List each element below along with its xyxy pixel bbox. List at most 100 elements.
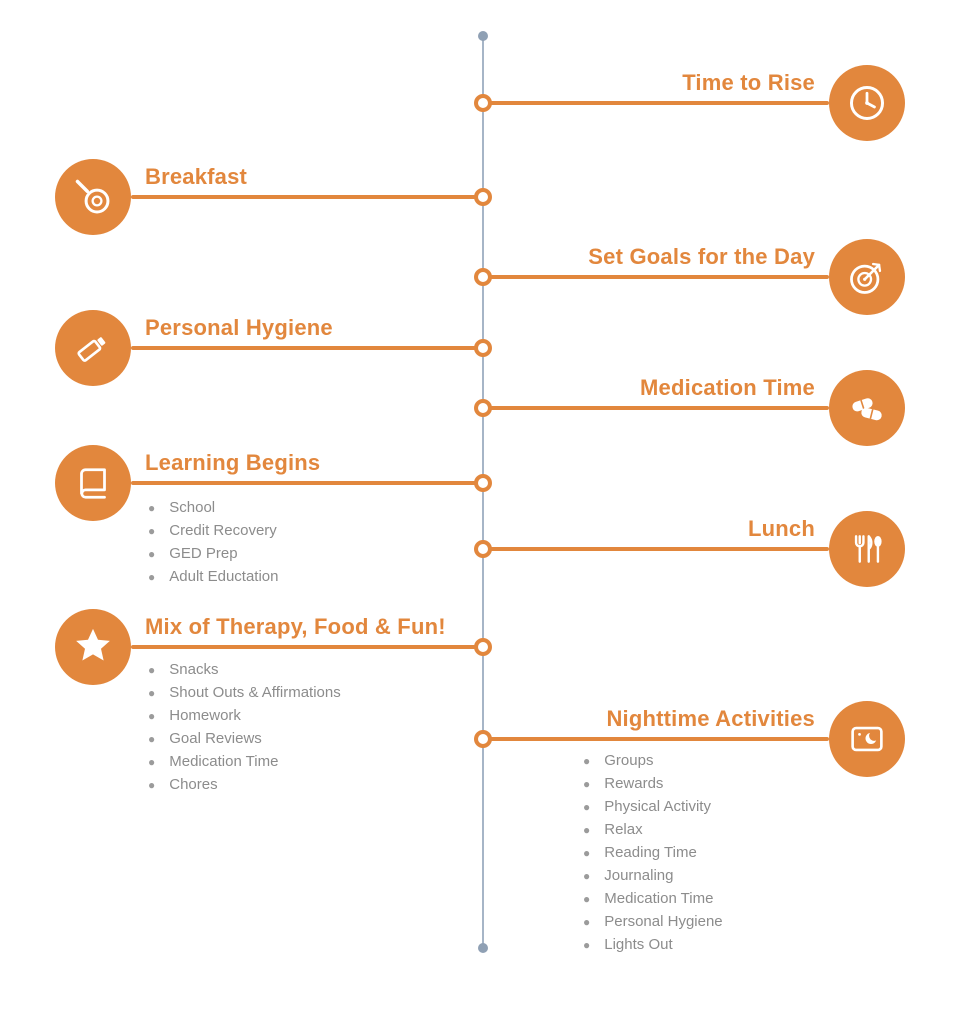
list-item-text: Physical Activity (604, 798, 711, 815)
bullet-dot: ● (148, 686, 156, 700)
pills-icon (852, 398, 882, 421)
list-item-text: Journaling (604, 867, 674, 884)
list-item-text: Lights Out (604, 936, 673, 953)
toothpaste-icon (77, 337, 106, 362)
list-item-text: School (169, 499, 216, 516)
timeline-start-dot (478, 31, 488, 41)
event-icon-badge (55, 310, 131, 386)
list-item: ● Credit Recovery (148, 523, 279, 539)
event-icon-badge (829, 65, 905, 141)
list-item: ● GED Prep (148, 546, 279, 562)
event-title: Learning Begins (145, 450, 321, 475)
list-item-text: Groups (604, 752, 654, 769)
list-item: ●Relax (583, 822, 723, 838)
event-icon-badge (829, 239, 905, 315)
bullet-dot: ● (583, 892, 591, 906)
list-item: ● Snacks (148, 662, 341, 678)
picture-icon (851, 726, 883, 752)
bullet-dot: ● (583, 754, 591, 768)
list-item-text: GED Prep (169, 545, 238, 562)
list-item: ●Chores (148, 777, 341, 793)
bullet-dot: ● (583, 800, 591, 814)
list-item: ● Lights Out (583, 937, 723, 953)
list-item: ● Shout Outs & Affirmations (148, 685, 341, 701)
list-item: ● Medication Time (583, 891, 723, 907)
timeline-spine (482, 36, 484, 948)
bullet-dot: ● (148, 524, 156, 538)
event-sublist: ●Groups ●Rewards ●Physical Activity ●Rel… (583, 753, 723, 960)
event-title: Medication Time (640, 375, 815, 400)
clock-icon (849, 85, 885, 121)
list-item-text: Reading Time (604, 844, 697, 861)
bullet-dot: ● (148, 732, 156, 746)
connector-line (131, 481, 483, 485)
timeline-node (474, 188, 492, 206)
list-item-text: Snacks (169, 661, 219, 678)
event-icon-badge (55, 445, 131, 521)
connector-line (489, 101, 829, 105)
timeline-node (474, 474, 492, 492)
event-icon-badge (55, 609, 131, 685)
connector-line (131, 645, 483, 649)
event-icon-badge (829, 370, 905, 446)
timeline-node (474, 268, 492, 286)
bullet-dot: ● (583, 777, 591, 791)
list-item: ● Adult Eductation (148, 569, 279, 585)
connector-line (489, 406, 829, 410)
list-item-text: Rewards (604, 775, 664, 792)
list-item-text: Medication Time (604, 890, 714, 907)
list-item-text: Shout Outs & Affirmations (169, 684, 341, 701)
list-item: ● Homework (148, 708, 341, 724)
bullet-dot: ● (148, 570, 156, 584)
list-item: ● Personal Hygiene (583, 914, 723, 930)
pan-icon (75, 179, 110, 214)
event-sublist: ● School ● Credit Recovery ● GED Prep ● Adul… (148, 500, 279, 592)
connector-line (489, 547, 829, 551)
list-item: ● Goal Reviews (148, 731, 341, 747)
list-item-text: Credit Recovery (169, 522, 277, 539)
timeline-end-dot (478, 943, 488, 953)
connector-line (131, 346, 483, 350)
bullet-dot: ● (148, 501, 156, 515)
event-title: Breakfast (145, 164, 248, 189)
event-title: Time to Rise (682, 70, 815, 95)
list-item-text: Homework (169, 707, 241, 724)
event-icon-badge (55, 159, 131, 235)
list-item: ●Medication Time (148, 754, 341, 770)
list-item-text: Medication Time (169, 753, 279, 770)
event-title: Set Goals for the Day (588, 244, 815, 269)
connector-line (489, 275, 829, 279)
timeline-node (474, 94, 492, 112)
list-item: ● School (148, 500, 279, 516)
timeline-node (474, 399, 492, 417)
cutlery-icon (854, 535, 882, 563)
list-item-text: Personal Hygiene (604, 913, 723, 930)
list-item: ● Reading Time (583, 845, 723, 861)
event-icon-badge (829, 511, 905, 587)
timeline-node (474, 638, 492, 656)
event-icon-badge (829, 701, 905, 777)
event-title: Mix of Therapy, Food & Fun! (145, 614, 446, 639)
connector-line (489, 737, 829, 741)
list-item-text: Adult Eductation (169, 568, 279, 585)
list-item-text: Goal Reviews (169, 730, 262, 747)
list-item: ● Rewards (583, 776, 723, 792)
bullet-dot: ● (148, 663, 156, 677)
list-item: ● Physical Activity (583, 799, 723, 815)
bullet-dot: ● (583, 938, 591, 952)
list-item-text: Relax (604, 821, 643, 838)
bullet-dot: ● (148, 547, 156, 561)
star-icon (76, 628, 110, 661)
bullet-dot: ● (583, 869, 591, 883)
bullet-dot: ● (148, 709, 156, 723)
connector-line (131, 195, 483, 199)
event-title: Lunch (748, 516, 815, 541)
bullet-dot: ● (583, 846, 591, 860)
bullet-dot: ● (148, 778, 156, 792)
list-item: ● Groups (583, 753, 723, 769)
event-title: Nighttime Activities (606, 706, 815, 731)
target-icon (850, 262, 882, 294)
bullet-dot: ● (583, 915, 591, 929)
timeline-node (474, 730, 492, 748)
list-item: ● Journaling (583, 868, 723, 884)
